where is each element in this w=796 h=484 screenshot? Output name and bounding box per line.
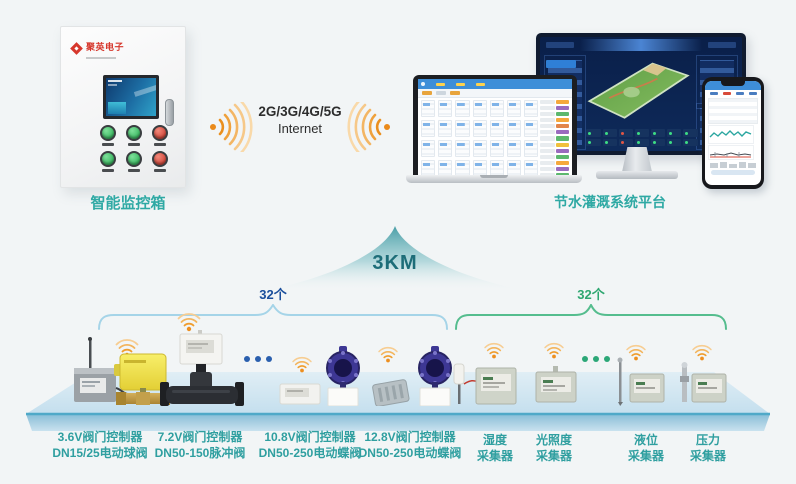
laptop-screen: [418, 79, 572, 179]
dashboard-menu-chip: [546, 41, 575, 49]
smartphone: [702, 77, 764, 189]
screen-glare: [133, 84, 156, 97]
dashboard-selected-item: [546, 59, 577, 68]
brand-subtitle-line: [86, 57, 116, 59]
right-group-bracket: [455, 304, 727, 330]
cabinet-handle: [165, 99, 174, 126]
network-generations: 2G/3G/4G/5G: [258, 104, 342, 119]
coverage-triangle: [268, 226, 522, 290]
valve-controller-butterfly-valve-device2: [372, 346, 452, 406]
device-label-6: 液位 采集器: [627, 433, 664, 463]
wifi-icon: [484, 343, 504, 359]
screen-chart: [108, 102, 126, 114]
dashboard-menu-chip: [707, 41, 736, 49]
dashboard-title-bar: [580, 39, 702, 51]
wifi-icon: [692, 345, 712, 361]
brand-logo: 聚英电子: [70, 37, 125, 59]
wireless-signal-icon: [347, 102, 390, 152]
monitor-status-cells: [586, 129, 698, 147]
laptop-app-header: [418, 79, 572, 89]
cabinet-label: 智能监控箱: [90, 195, 166, 212]
wifi-icon: [177, 313, 201, 332]
valve-controller-pulse-valve-device: [160, 330, 244, 406]
screen-menu-bar: [108, 80, 122, 82]
wifi-icon: [626, 345, 646, 361]
monitor-stand: [622, 147, 652, 172]
wifi-icon: [544, 343, 564, 359]
device-label-2: 10.8V阀门控制器 DN50-250电动蝶阀: [258, 430, 362, 460]
laptop-toolbar: [418, 89, 572, 98]
light-collector-device: [535, 366, 577, 403]
field-map: [587, 62, 691, 119]
humidity-collector-device: [453, 363, 517, 405]
monitor-base: [596, 171, 678, 179]
valve-controller-butterfly-valve-device: [279, 346, 360, 406]
cabinet-touchscreen: [103, 75, 159, 119]
phone-trend-chart: [708, 144, 754, 160]
right-group-count: 32个: [577, 287, 605, 302]
ellipsis-dots-left: [244, 356, 272, 362]
device-label-4: 湿度 采集器: [476, 433, 513, 463]
wifi-icon: [378, 347, 398, 363]
laptop-status-list: [539, 100, 569, 178]
left-group-bracket: [98, 304, 448, 330]
left-group-count: 32个: [259, 287, 287, 302]
wireless-signal-icon: [210, 102, 253, 152]
wifi-icon: [292, 357, 312, 373]
phone-data-table: [708, 97, 758, 124]
screen-menu-bar2: [108, 84, 117, 86]
phone-line-chart: [708, 124, 754, 144]
platform-label: 节水灌溉系统平台: [554, 194, 666, 210]
control-cabinet: 聚英电子: [60, 26, 186, 188]
brand-name: 聚英电子: [86, 42, 125, 52]
phone-notch: [721, 81, 745, 86]
network-text: 2G/3G/4G/5G Internet: [250, 104, 350, 136]
brand-logo-icon: [70, 41, 83, 55]
indicator-lights: [99, 125, 169, 172]
level-collector-device: [617, 357, 665, 406]
device-label-5: 光照度 采集器: [535, 433, 572, 463]
ellipsis-dots-right: [582, 356, 610, 362]
device-label-7: 压力 采集器: [689, 433, 726, 463]
laptop-base: [406, 175, 582, 183]
valve-controller-ball-valve-device: [74, 337, 170, 405]
laptop: [413, 75, 577, 181]
phone-tabs: [705, 90, 761, 96]
laptop-card-grid: [421, 100, 539, 177]
pressure-collector-device: [680, 362, 727, 403]
phone-screen: [705, 81, 761, 185]
coverage-distance: 3KM: [372, 252, 418, 274]
device-label-1: 7.2V阀门控制器 DN50-150脉冲阀: [154, 430, 246, 460]
device-label-0: 3.6V阀门控制器 DN15/25电动球阀: [52, 430, 148, 460]
device-label-3: 12.8V阀门控制器 DN50-250电动蝶阀: [358, 430, 462, 460]
phone-footer-bar: [711, 169, 755, 175]
network-internet: Internet: [277, 121, 323, 136]
phone-mini-bars: [705, 161, 761, 168]
